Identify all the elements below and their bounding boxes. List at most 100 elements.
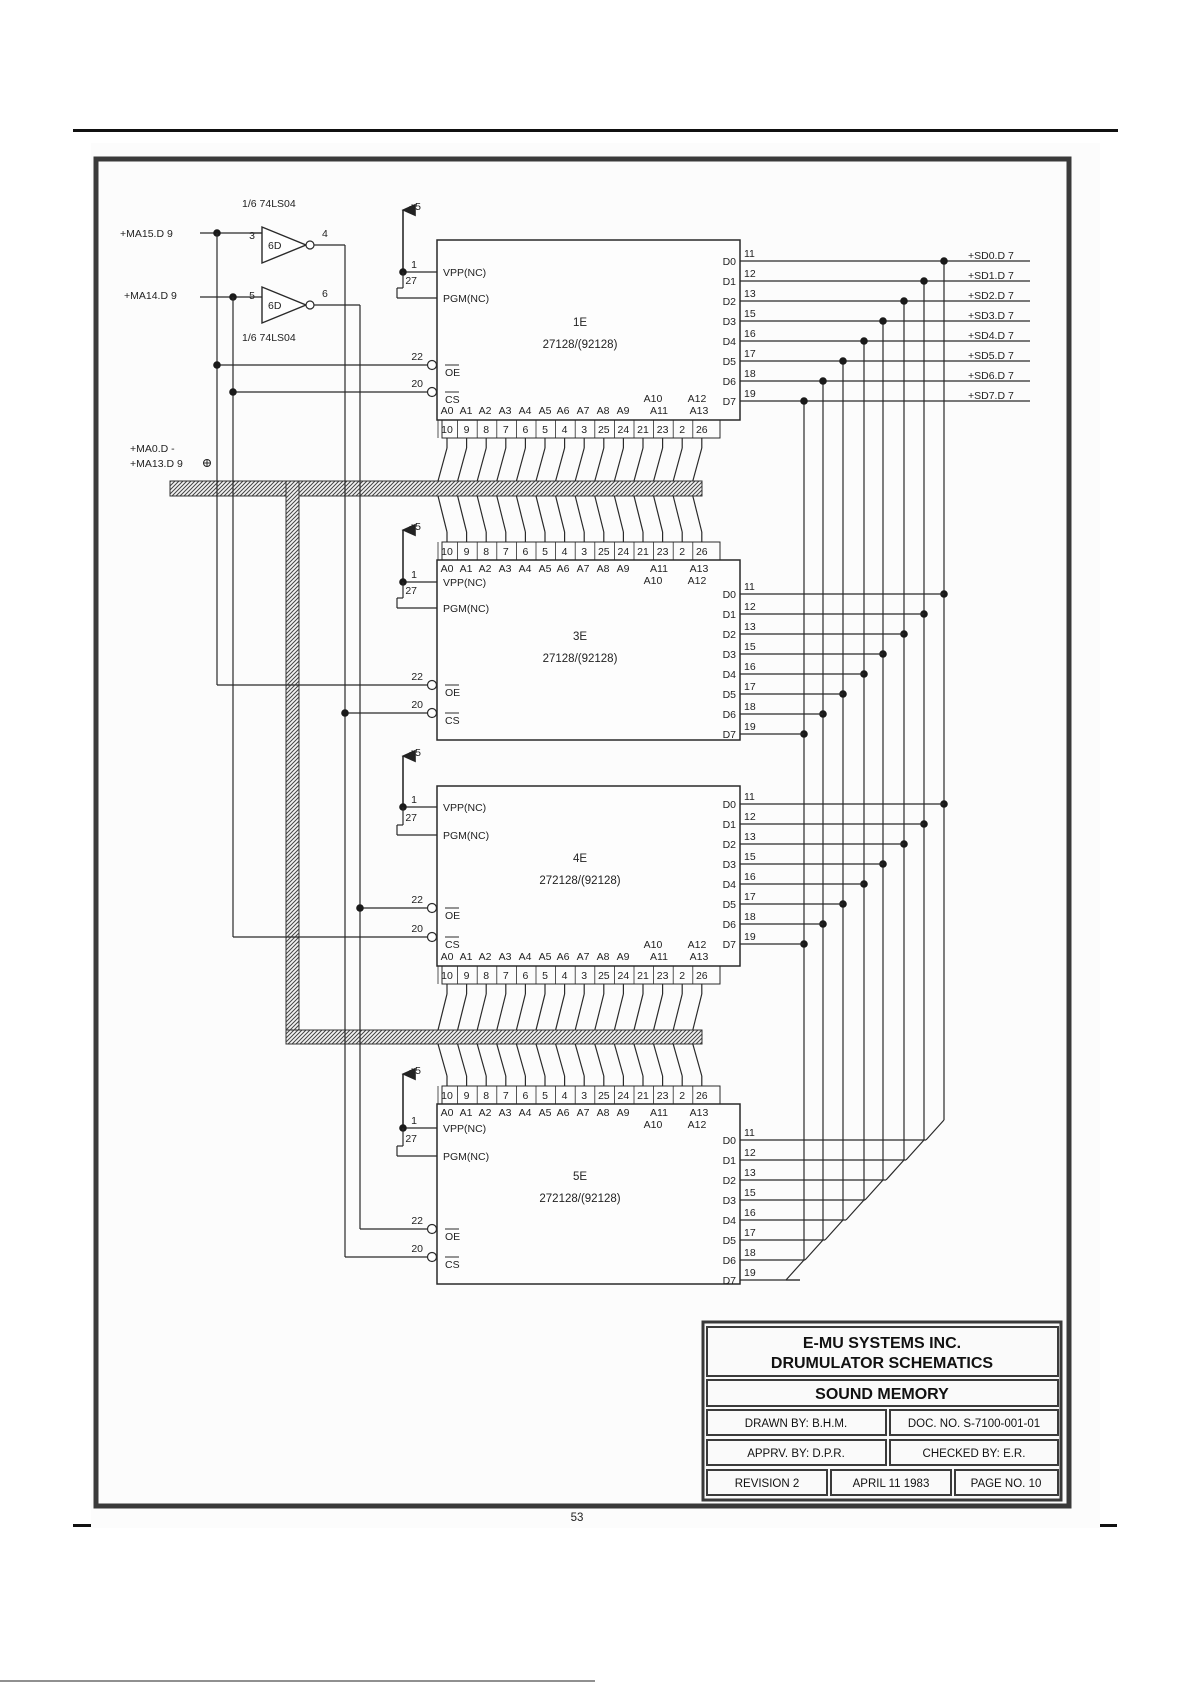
bus-tap	[594, 1043, 605, 1077]
page-number: 53	[571, 1512, 584, 1524]
bus-tap	[574, 1043, 585, 1077]
bus-tap	[633, 447, 644, 482]
bus-tap	[653, 447, 664, 482]
address-label-A3: A3	[499, 951, 512, 963]
pin-label-oe: OE	[445, 367, 460, 379]
gate-in-pin: 5	[249, 290, 255, 302]
address-pin-number: 3	[581, 424, 587, 436]
bus-tap	[437, 447, 448, 482]
drawing-date: APRIL 11 1983	[853, 1478, 930, 1490]
bus-tap	[613, 1043, 624, 1077]
address-pin-number: 8	[483, 970, 489, 982]
bus-tap	[574, 993, 585, 1031]
address-label-A0: A0	[441, 405, 454, 417]
address-label-A10: A10	[644, 575, 663, 587]
address-pin-number: 23	[657, 546, 669, 558]
junction-dot	[213, 361, 221, 369]
drawing-title: DRUMULATOR SCHEMATICS	[771, 1355, 994, 1372]
bus-tap	[692, 1043, 703, 1077]
bus-tap	[574, 495, 585, 533]
pin-label-pgm: PGM(NC)	[443, 830, 489, 842]
bus-tap	[515, 993, 526, 1031]
address-label-A5: A5	[539, 1107, 552, 1119]
bus-tap	[515, 1043, 526, 1077]
address-label-A4: A4	[519, 405, 532, 417]
chip-ref-1E: 1E	[573, 317, 587, 329]
address-pin-number: 26	[696, 1090, 708, 1102]
pin-number-pgm: 27	[405, 275, 417, 287]
data-pin-D4: D4	[723, 336, 737, 348]
address-label-A13: A13	[690, 405, 709, 417]
chip-ref-4E: 4E	[573, 853, 587, 865]
address-pin-number: 7	[503, 546, 509, 558]
address-label-A3: A3	[499, 563, 512, 575]
chip-part-5E: 272128/(92128)	[539, 1193, 620, 1205]
bus-tap	[437, 1043, 448, 1077]
footer-mark-left	[73, 1524, 93, 1527]
data-pin-number: 19	[744, 931, 756, 943]
bus-label-ma13: +MA13.D 9	[130, 458, 183, 470]
address-pin-number: 3	[581, 970, 587, 982]
active-low-bubble	[426, 902, 438, 914]
data-pin-D1: D1	[723, 609, 737, 621]
bus-tap	[535, 495, 546, 533]
active-low-bubble	[426, 359, 438, 371]
address-pin-number: 23	[657, 1090, 669, 1102]
pin-number-oe: 22	[411, 894, 423, 906]
data-pin-D6: D6	[723, 376, 737, 388]
data-pin-number: 18	[744, 911, 756, 923]
bus-tap	[613, 993, 624, 1031]
pin-label-pgm: PGM(NC)	[443, 603, 489, 615]
data-pin-D1: D1	[723, 1155, 737, 1167]
bus-tap	[613, 495, 624, 533]
address-pin-number: 25	[598, 546, 610, 558]
footer-mark-right	[1097, 1524, 1117, 1527]
address-label-A2: A2	[479, 405, 492, 417]
pin-number-cs: 20	[411, 378, 423, 390]
data-pin-number: 15	[744, 308, 756, 320]
address-pin-number: 25	[598, 424, 610, 436]
address-pin-number: 5	[542, 424, 548, 436]
data-bus-tap	[804, 1239, 824, 1261]
pin-number-vpp: 1	[411, 1115, 417, 1127]
data-pin-number: 12	[744, 811, 756, 823]
bus-tap	[574, 447, 585, 482]
address-pin-number: 6	[522, 546, 528, 558]
address-pin-number: 7	[503, 1090, 509, 1102]
active-low-bubble	[426, 707, 438, 719]
bus-tap	[672, 993, 683, 1031]
address-pin-number: 9	[464, 546, 470, 558]
address-label-A0: A0	[441, 951, 454, 963]
pin-label-pgm: PGM(NC)	[443, 1151, 489, 1163]
address-pin-number: 2	[679, 970, 685, 982]
gate-name: 6D	[268, 300, 282, 312]
pin-label-cs: CS	[445, 715, 460, 727]
revision: REVISION 2	[735, 1478, 800, 1490]
address-bus-vertical	[285, 480, 300, 1045]
bus-tap	[633, 993, 644, 1031]
address-pin-strip	[441, 965, 721, 985]
address-label-A5: A5	[539, 951, 552, 963]
data-pin-D4: D4	[723, 879, 737, 891]
data-pin-D0: D0	[723, 589, 737, 601]
bus-tap	[476, 993, 487, 1031]
address-pin-number: 24	[618, 1090, 630, 1102]
address-pin-number: 26	[696, 546, 708, 558]
sheet-page-number: PAGE NO. 10	[971, 1478, 1042, 1490]
address-label-A2: A2	[479, 563, 492, 575]
data-pin-D7: D7	[723, 396, 737, 408]
address-bus-lower	[285, 1029, 703, 1045]
address-pin-number: 25	[598, 1090, 610, 1102]
data-pin-D4: D4	[723, 669, 737, 681]
header-rule	[73, 129, 1118, 132]
address-pin-number: 23	[657, 970, 669, 982]
address-pin-number: 23	[657, 424, 669, 436]
data-pin-number: 12	[744, 268, 756, 280]
address-pin-number: 24	[618, 970, 630, 982]
inverter-bubble	[305, 240, 315, 250]
address-label-A6: A6	[557, 405, 570, 417]
active-low-bubble	[426, 931, 438, 943]
bus-tap	[555, 447, 566, 482]
address-label-A11: A11	[650, 563, 668, 575]
approved-by: APPRV. BY: D.P.R.	[747, 1448, 845, 1460]
